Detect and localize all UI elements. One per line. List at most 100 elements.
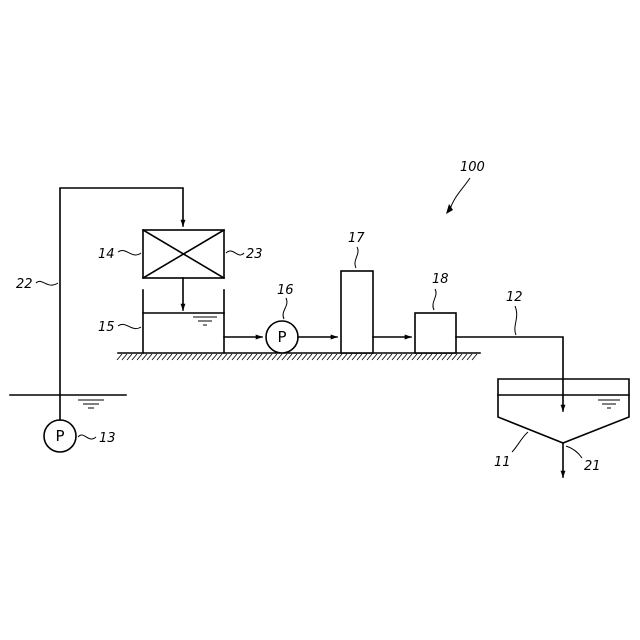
settling-tank-water-level-mark: [598, 400, 620, 408]
ground-hatch-stroke: [467, 354, 472, 360]
ground-hatch-stroke: [317, 354, 322, 360]
ground-hatch-stroke: [242, 354, 247, 360]
ground-hatch-stroke: [207, 354, 212, 360]
ground-hatch-stroke: [197, 354, 202, 360]
ground-hatch-stroke: [417, 354, 422, 360]
ground-hatch-stroke: [152, 354, 157, 360]
ground-hatch-stroke: [137, 354, 142, 360]
transfer-pump-leader: [283, 298, 287, 319]
ground-hatch-stroke: [452, 354, 457, 360]
settling-tank-leader: [512, 432, 528, 452]
ground-hatch-stroke: [227, 354, 232, 360]
holding-tank-leader: [118, 324, 141, 328]
intake-pump-symbol: P: [55, 427, 64, 445]
outlet-line-leader: [515, 306, 517, 335]
ground-hatch-stroke: [372, 354, 377, 360]
ground-hatch-stroke: [462, 354, 467, 360]
ground-hatch-stroke: [282, 354, 287, 360]
ground-hatch-stroke: [302, 354, 307, 360]
system-reference-arrow: [449, 178, 470, 212]
ground-hatch-stroke: [257, 354, 262, 360]
ground-hatch-stroke: [392, 354, 397, 360]
ground-hatch-stroke: [142, 354, 147, 360]
exchange-unit-label: 14: [98, 247, 115, 262]
ground-hatch-stroke: [337, 354, 342, 360]
drain-leader: [566, 446, 582, 458]
ground-hatch-stroke: [312, 354, 317, 360]
treatment-box-label: 18: [432, 272, 449, 287]
ground-hatch-stroke: [127, 354, 132, 360]
ground-hatch-stroke: [287, 354, 292, 360]
ground-hatch-stroke: [447, 354, 452, 360]
source-water-level-mark: [78, 400, 104, 408]
ground-hatch-stroke: [177, 354, 182, 360]
ground-hatch-stroke: [332, 354, 337, 360]
ground-hatch-stroke: [132, 354, 137, 360]
outlet-line: [456, 337, 563, 411]
intake-pump-leader: [78, 435, 96, 439]
ground-hatch-stroke: [347, 354, 352, 360]
supply-line-label: 22: [16, 277, 33, 292]
transfer-pump-label: 16: [277, 283, 294, 298]
ground-hatch-stroke: [307, 354, 312, 360]
drain-label: 21: [584, 459, 601, 474]
settling-tank-label: 11: [494, 455, 511, 470]
supply-line-leader: [36, 281, 58, 285]
supply-line: [60, 188, 183, 420]
ground-hatch-stroke: [252, 354, 257, 360]
ground-hatch-stroke: [387, 354, 392, 360]
ground-hatch-stroke: [472, 354, 477, 360]
ground-hatch-stroke: [427, 354, 432, 360]
holding-tank-label: 15: [98, 320, 115, 335]
ground-hatch-stroke: [262, 354, 267, 360]
ground-hatch-stroke: [422, 354, 427, 360]
ground-hatch-stroke: [162, 354, 167, 360]
column-label: 17: [348, 231, 365, 246]
ground-hatch-stroke: [442, 354, 447, 360]
ground-hatch-stroke: [157, 354, 162, 360]
ground-hatch-stroke: [192, 354, 197, 360]
ground-hatch-stroke: [232, 354, 237, 360]
ground-hatch-stroke: [402, 354, 407, 360]
ground-hatch-stroke: [117, 354, 122, 360]
ground-hatch-stroke: [367, 354, 372, 360]
ground-hatch-stroke: [292, 354, 297, 360]
treatment-box-leader: [433, 289, 436, 310]
ground-hatch-stroke: [147, 354, 152, 360]
ground-hatch-stroke: [382, 354, 387, 360]
ground-hatch-stroke: [167, 354, 172, 360]
ground-hatch-stroke: [397, 354, 402, 360]
ground-hatching: [117, 354, 477, 360]
ground-hatch-stroke: [187, 354, 192, 360]
ground-hatch-stroke: [237, 354, 242, 360]
ground-hatch-stroke: [377, 354, 382, 360]
system-reference-label: 100: [460, 160, 485, 175]
column-leader: [355, 247, 358, 268]
ground-hatch-stroke: [222, 354, 227, 360]
ground-hatch-stroke: [202, 354, 207, 360]
ground-hatch-stroke: [412, 354, 417, 360]
ground-hatch-stroke: [277, 354, 282, 360]
treatment-box: [415, 313, 456, 353]
ground-hatch-stroke: [322, 354, 327, 360]
outlet-line-label: 12: [506, 290, 523, 305]
column: [341, 271, 373, 353]
holding-tank-water-level-mark: [193, 317, 217, 325]
ground-hatch-stroke: [357, 354, 362, 360]
ground-hatch-stroke: [182, 354, 187, 360]
ground-hatch-stroke: [267, 354, 272, 360]
ground-hatch-stroke: [437, 354, 442, 360]
ground-hatch-stroke: [172, 354, 177, 360]
ground-hatch-stroke: [272, 354, 277, 360]
ground-hatch-stroke: [247, 354, 252, 360]
unit-detail-label: 23: [246, 247, 263, 262]
ground-hatch-stroke: [457, 354, 462, 360]
intake-pump-label: 13: [99, 431, 116, 446]
ground-hatch-stroke: [352, 354, 357, 360]
ground-hatch-stroke: [327, 354, 332, 360]
transfer-pump-symbol: P: [277, 328, 286, 346]
exchange-unit-leader: [118, 250, 141, 255]
ground-hatch-stroke: [122, 354, 127, 360]
ground-hatch-stroke: [407, 354, 412, 360]
